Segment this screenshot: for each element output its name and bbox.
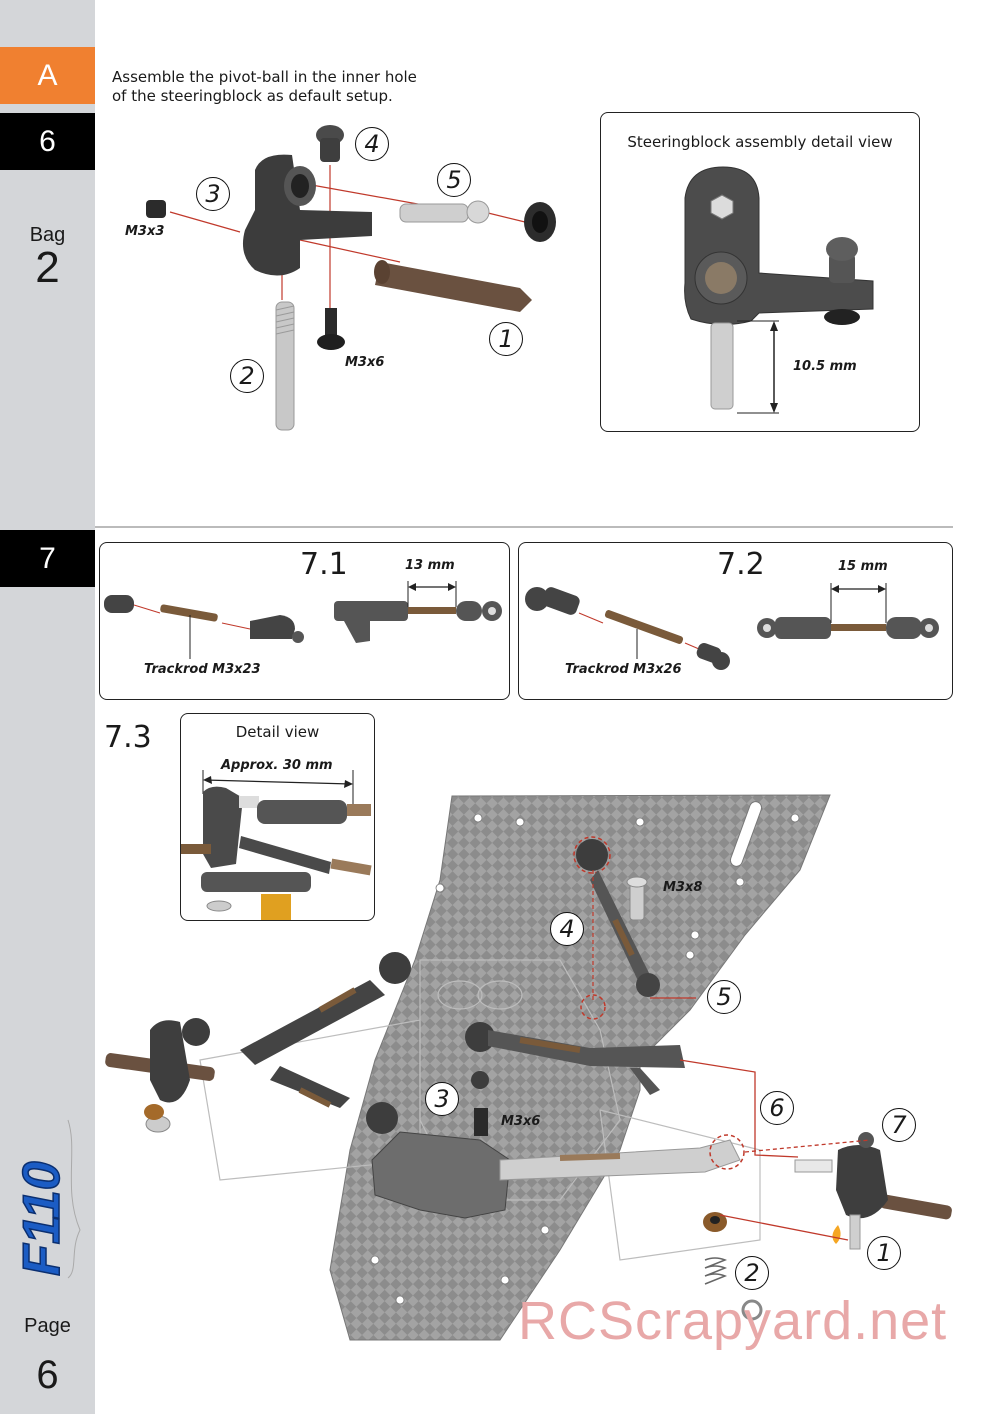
left-trackrods [240,952,411,1134]
axle-part [374,260,532,312]
trackrod-m3x26-label: Trackrod M3x26 [565,662,682,677]
spacer-part [524,202,556,242]
instruction-line2: of the steeringblock as default setup. [112,87,393,105]
callout-4: 4 [355,127,389,161]
center-screw [471,1071,489,1136]
callout-73-7: 7 [882,1108,916,1142]
label-m3x6-73: M3x6 [501,1114,541,1129]
ball-stud-part [399,200,490,224]
screw-m3x6-part [317,308,345,350]
page-label: Page [24,1315,71,1337]
f110-logo: F110 [12,1119,81,1279]
detail-view-dimension: Approx. 30 mm [221,758,333,773]
callout-73-2: 2 [735,1256,769,1290]
bag-number: 2 [35,243,60,292]
callout-73-5: 5 [707,980,741,1014]
trackrod-m3x23-label: Trackrod M3x23 [144,662,261,677]
grub-screw-part [146,200,166,218]
page-number: 6 [36,1353,59,1397]
step6-instruction: Assemble the pivot-ball in the inner hol… [112,68,417,106]
step-7-2-label: 7.2 [717,547,765,582]
step-7-1-label: 7.1 [300,547,348,582]
section-divider [95,526,953,528]
kingpin-part [275,301,295,431]
callout-2: 2 [230,359,264,393]
label-m3x6: M3x6 [345,355,385,370]
right-steering-knuckle [794,1132,952,1250]
camber-link [573,836,660,1020]
steering-block-part [242,154,372,276]
step-7-1-panel: 7.1 13 mm Trackrod M3x23 [99,542,510,700]
bag-label: Bag [29,224,66,246]
label-m3x3: M3x3 [125,224,165,239]
center-trackrod [465,1022,685,1095]
left-steering-knuckle [105,1018,215,1133]
callout-73-3: 3 [425,1082,459,1116]
right-trackrod [499,1134,745,1181]
detail-view-art [181,770,372,920]
pivot-ball-part [316,125,344,162]
section-tab: A [0,47,95,104]
pivot-spring-parts [703,1212,763,1321]
instruction-line1: Assemble the pivot-ball in the inner hol… [112,68,417,86]
sidebar: A 6 Bag 2 7 F110 Page 6 [0,0,95,1414]
svg-text:F110: F110 [13,1161,71,1276]
trackrod-m3x23-art [104,581,502,659]
step-6-tab: 6 [0,113,95,170]
callout-3: 3 [196,177,230,211]
callout-73-6: 6 [760,1091,794,1125]
step-7-2-panel: 7.2 15 mm Trackrod M3x26 [518,542,953,700]
detail-title: Steeringblock assembly detail view [627,133,893,151]
watermark: RCScrapyard.net [518,1291,948,1351]
steeringblock-detail-panel: Steeringblock assembly detail view 10.5 … [600,112,920,432]
callout-1: 1 [489,322,523,356]
detail-dimension: 10.5 mm [793,359,857,374]
steeringblock-detail-art [684,166,874,414]
callout-5: 5 [437,163,471,197]
callout-73-1: 1 [867,1236,901,1270]
detail-view-panel: Detail view Approx. 30 mm [180,713,375,921]
dim-15mm: 15 mm [838,559,888,574]
label-m3x8: M3x8 [663,880,703,895]
dim-13mm: 13 mm [405,558,455,573]
step-7-tab: 7 [0,530,95,587]
step-7-3-label: 7.3 [104,720,152,755]
detail-view-title: Detail view [235,723,320,741]
callout-73-4: 4 [550,912,584,946]
trackrod-m3x26-art [525,583,939,670]
